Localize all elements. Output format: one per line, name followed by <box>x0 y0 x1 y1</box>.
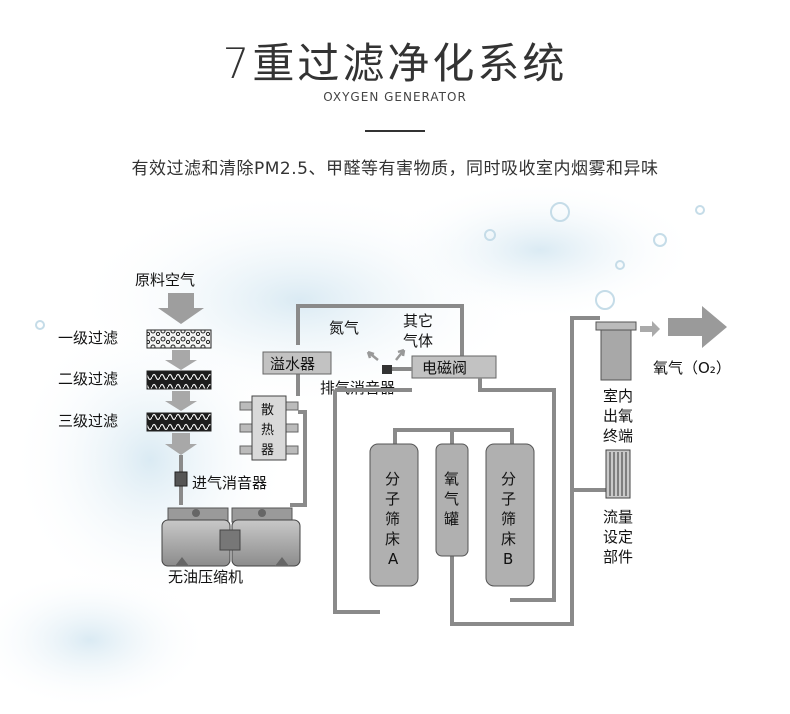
outlet-cap <box>595 321 637 331</box>
flow-arrow-3 <box>165 433 197 455</box>
intake-muffler-label: 进气消音器 <box>192 474 267 492</box>
filter2-element <box>146 370 212 390</box>
sieve-a-bottom-pipe <box>333 388 412 614</box>
oxygen-tank <box>435 443 469 557</box>
outlet-label-2: 出氧 <box>603 407 633 425</box>
page-subtitle: OXYGEN GENERATOR <box>323 90 467 104</box>
sieve-a-char-3: 筛 <box>385 510 400 528</box>
outlet-label-1: 室内 <box>603 387 633 405</box>
sieve-a-char-2: 子 <box>385 490 400 508</box>
filter1-element <box>146 329 212 349</box>
sieve-b-char-1: 分 <box>501 470 516 488</box>
heat-exchanger <box>239 395 299 461</box>
small-oxygen-arrow <box>640 321 660 337</box>
water-splash-background <box>0 180 705 710</box>
oxygen-tank-char-3: 罐 <box>444 510 459 528</box>
heat-exchanger-char-1: 散 <box>261 403 274 418</box>
other-gas-label-1: 其它 <box>403 312 433 330</box>
title-divider <box>365 130 425 132</box>
exhaust-arrow-left <box>366 350 379 361</box>
oxygen-out-label: 氧气（O₂） <box>653 359 731 377</box>
sieve-b-char-3: 筛 <box>501 510 516 528</box>
sieve-a-char-1: 分 <box>385 470 400 488</box>
oxygen-tank-char-2: 气 <box>444 490 459 508</box>
page-title: 7重过滤净化系统 <box>222 39 568 88</box>
raw-air-label: 原料空气 <box>135 271 195 289</box>
tank-outlet-pipe <box>450 316 600 626</box>
sieve-b-loop-pipe <box>478 378 556 602</box>
upper-loop-pipe <box>296 304 464 358</box>
flow-setting-label-3: 部件 <box>603 548 633 566</box>
flow-setting-label-2: 设定 <box>603 528 633 546</box>
sieve-b-char-2: 子 <box>501 490 516 508</box>
other-gas-label-2: 气体 <box>403 332 433 350</box>
heat-exchanger-char-2: 热 <box>261 423 274 438</box>
overflow-box <box>262 351 332 375</box>
exhaust-muffler-icon <box>382 365 392 374</box>
oxygen-tank-char-1: 氧 <box>444 470 459 488</box>
oxygen-out-arrow <box>668 306 727 348</box>
intake-muffler-icon <box>174 471 188 487</box>
outlet-terminal <box>600 329 632 381</box>
intake-arrow <box>158 293 204 324</box>
flow-setting-label-1: 流量 <box>603 508 633 526</box>
exhaust-arrow-right <box>395 348 406 361</box>
page-description: 有效过滤和清除PM2.5、甲醛等有害物质，同时吸收室内烟雾和异味 <box>131 159 659 179</box>
sieve-a-char-4: 床 <box>385 530 400 548</box>
compressor <box>161 507 301 567</box>
nitrogen-label: 氮气 <box>329 319 359 337</box>
filter1-label: 一级过滤 <box>58 329 118 347</box>
flow-arrow-1 <box>165 350 197 370</box>
sieve-b-char-4: 床 <box>501 530 516 548</box>
sieve-b-char-5: B <box>503 550 513 568</box>
filter3-label: 三级过滤 <box>58 412 118 430</box>
filter3-element <box>146 412 212 432</box>
sieve-bed-a <box>369 443 419 587</box>
compressor-to-exchanger-pipe <box>290 410 307 507</box>
overflow-label: 溢水器 <box>270 355 315 373</box>
solenoid-label: 电磁阀 <box>422 359 467 377</box>
sieve-a-char-5: A <box>388 550 399 568</box>
heat-exchanger-char-3: 器 <box>261 443 274 458</box>
compressor-label: 无油压缩机 <box>168 568 243 586</box>
outlet-label-3: 终端 <box>603 427 633 445</box>
flow-arrow-2 <box>165 391 197 411</box>
flow-setting-part <box>605 449 631 499</box>
sieve-bed-b <box>485 443 535 587</box>
filter2-label: 二级过滤 <box>58 370 118 388</box>
